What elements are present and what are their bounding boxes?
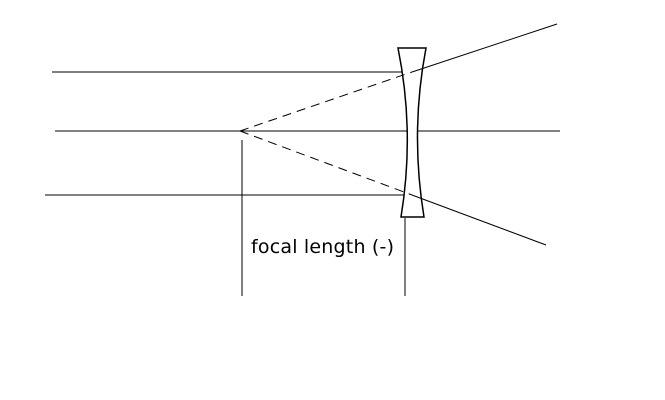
refracted-ray-top (411, 23, 558, 73)
focal-length-label: focal length (-) (251, 236, 395, 258)
concave-lens (397, 47, 427, 218)
virtual-ray-top (239, 71, 413, 132)
virtual-ray-bottom (239, 130, 413, 196)
refracted-ray-bottom (411, 194, 547, 246)
